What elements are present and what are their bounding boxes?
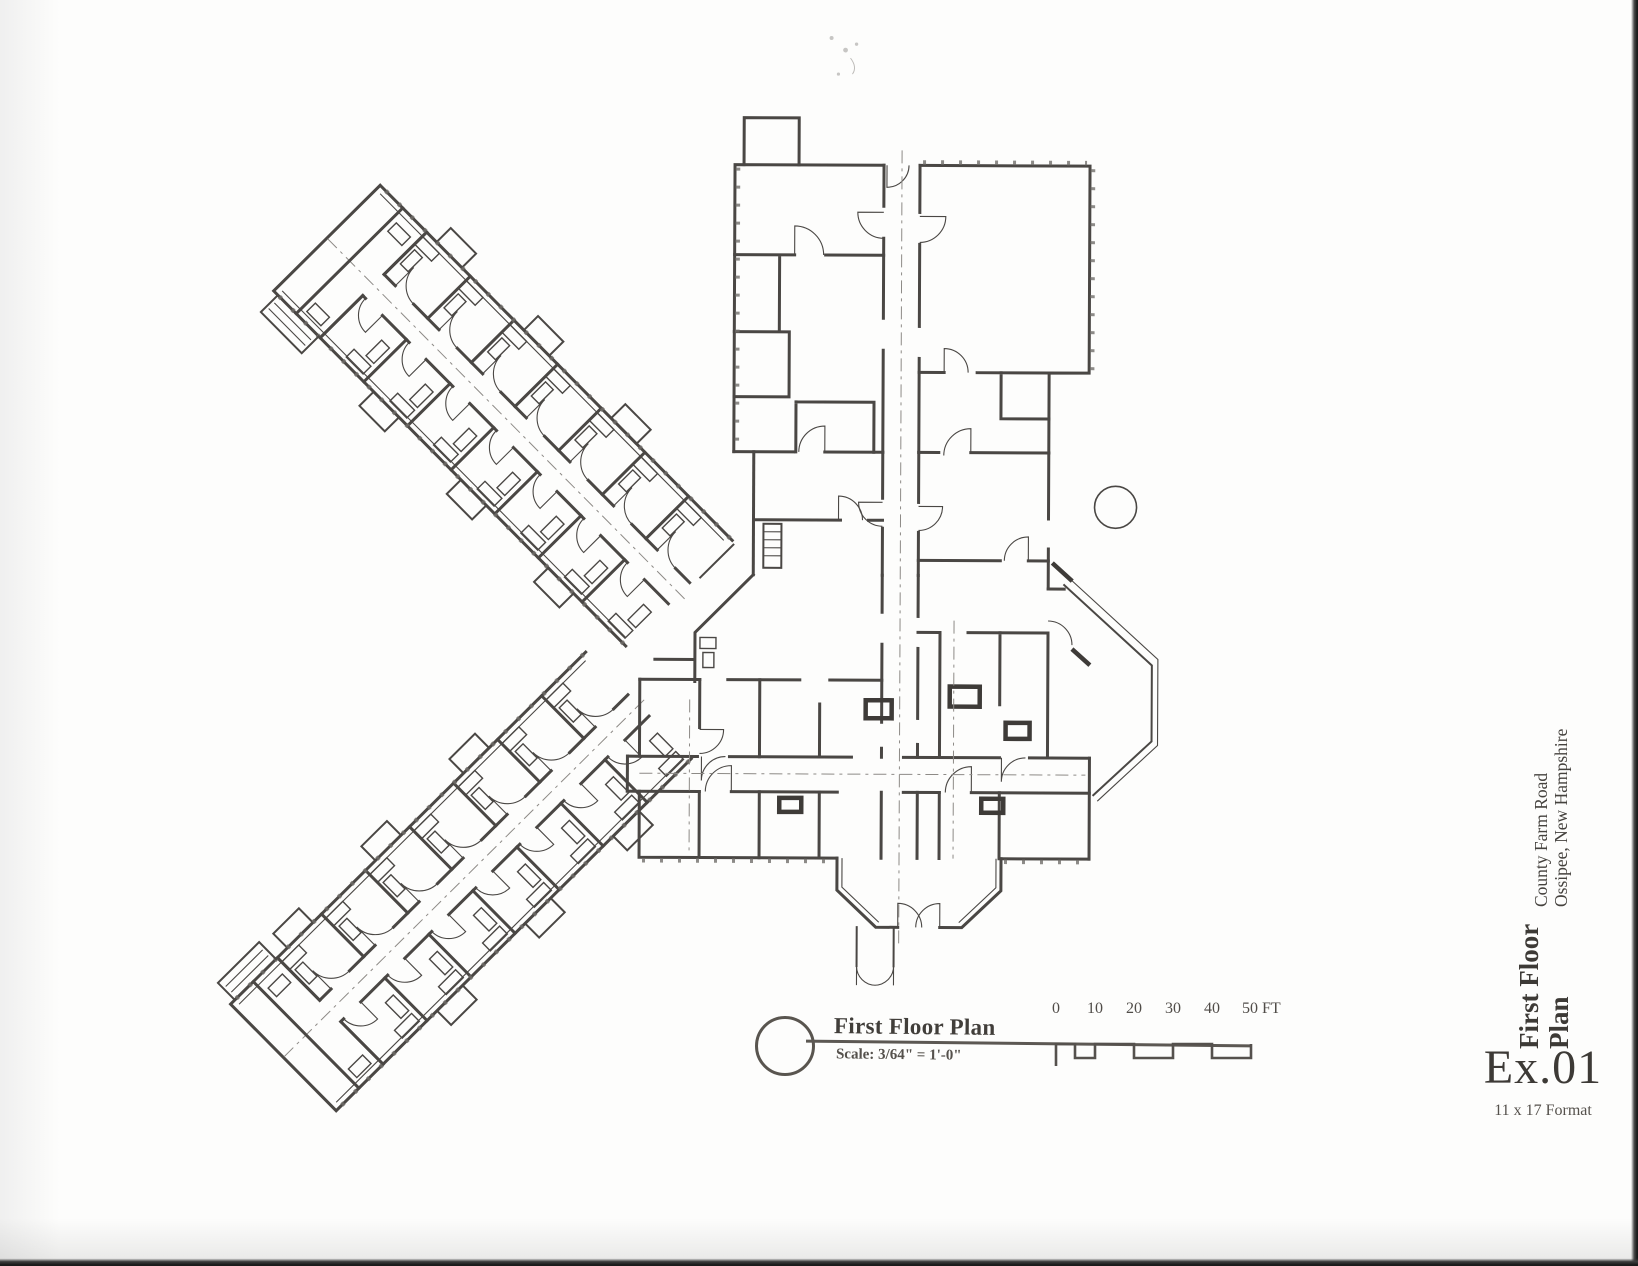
scale-bar: 0 10 20 30 40 50 FT bbox=[1038, 1000, 1338, 1066]
project-address-line2: Ossipee, New Hampshire bbox=[1551, 728, 1571, 907]
grid-centerlines bbox=[639, 150, 1086, 946]
sheet-title: First Floor Plan bbox=[1514, 883, 1576, 1049]
pencil-marks bbox=[829, 36, 859, 76]
entry-canopy bbox=[1046, 561, 1159, 802]
plan-scale-note: Scale: 3/64" = 1'-0" bbox=[835, 1046, 962, 1064]
exhibit-number: Ex.01 bbox=[1483, 1041, 1603, 1094]
door-swings bbox=[699, 165, 1029, 793]
scan-shading-left bbox=[0, 0, 60, 1266]
entry-bay bbox=[835, 856, 1003, 986]
patient-wing-lower bbox=[212, 629, 711, 1126]
sheet-title-line1: First Floor bbox=[1514, 923, 1544, 1049]
scale-bar-label-10: 10 bbox=[1087, 1000, 1103, 1017]
main-building bbox=[625, 116, 1096, 865]
reference-circle bbox=[1093, 485, 1138, 530]
patient-wing-upper bbox=[255, 170, 752, 669]
scale-bar-label-40: 40 bbox=[1204, 1000, 1220, 1017]
sheet-title-line2: Plan bbox=[1544, 996, 1574, 1049]
format-note: 11 x 17 Format bbox=[1494, 1102, 1592, 1119]
scale-bar-graphic bbox=[1054, 1042, 1253, 1066]
scale-bar-label-0: 0 bbox=[1052, 1000, 1060, 1017]
detail-reference-bubble bbox=[755, 1016, 815, 1076]
scan-edge-right bbox=[1631, 0, 1638, 1266]
project-address-line1: County Farm Road bbox=[1531, 772, 1551, 907]
scale-bar-label-50ft: 50 FT bbox=[1242, 1000, 1281, 1017]
scale-bar-label-30: 30 bbox=[1165, 1000, 1181, 1017]
scale-bar-label-20: 20 bbox=[1126, 1000, 1142, 1017]
bathroom-fixtures bbox=[776, 684, 1032, 816]
scan-shading-bottom bbox=[0, 1218, 1638, 1258]
project-address: County Farm Road Ossipee, New Hampshire bbox=[1531, 675, 1573, 907]
wing-junction bbox=[653, 543, 756, 683]
scan-edge-bottom bbox=[0, 1258, 1638, 1266]
plan-title: First Floor Plan bbox=[833, 1013, 996, 1040]
